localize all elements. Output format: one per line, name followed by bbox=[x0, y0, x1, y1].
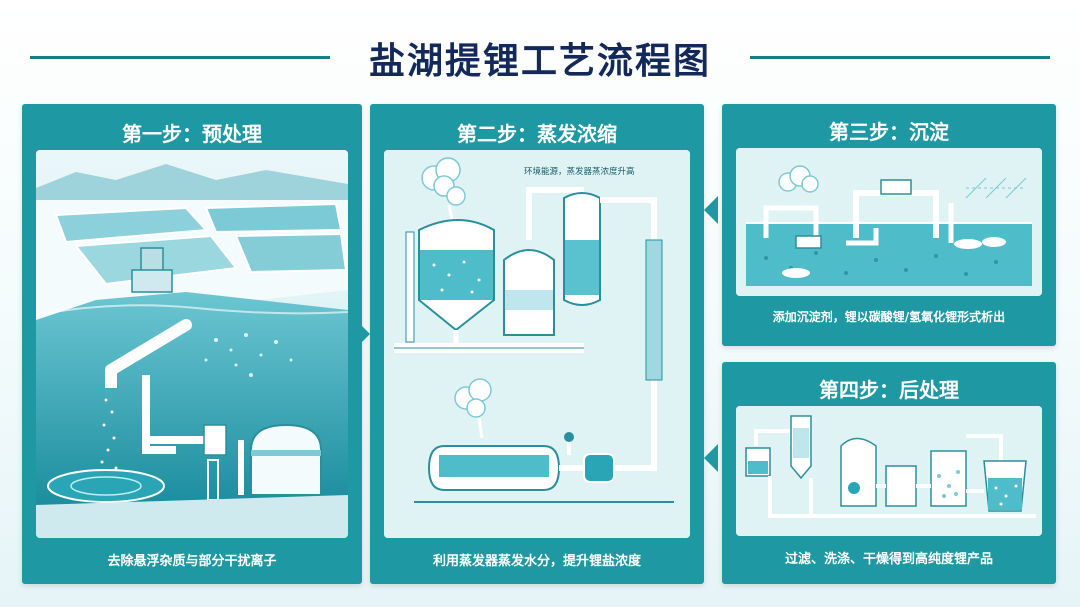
post-treatment-illustration bbox=[736, 406, 1042, 536]
step4-panel: 第四步：后处理 过滤、洗涤、干燥得到高纯度锂产品 bbox=[722, 362, 1056, 584]
salt-lake-pretreatment-illustration bbox=[36, 150, 348, 538]
precipitation-illustration bbox=[736, 148, 1042, 296]
step4-illustration bbox=[736, 406, 1042, 536]
step2-panel: 第二步：蒸发浓缩 环 bbox=[370, 104, 704, 584]
step3-illustration bbox=[736, 148, 1042, 296]
step3-title: 第三步：沉淀 bbox=[829, 120, 949, 144]
flow-arrow-2-to-3 bbox=[704, 196, 718, 224]
step1-illustration bbox=[36, 150, 348, 538]
step3-caption: 添加沉淀剂，锂以碳酸锂/氢氧化锂形式析出 bbox=[772, 310, 1006, 324]
flow-arrow-2-to-4 bbox=[704, 444, 718, 472]
step1-caption: 去除悬浮杂质与部分干扰离子 bbox=[107, 554, 277, 569]
flow-arrow-1-to-2 bbox=[356, 320, 370, 348]
title-divider-left bbox=[30, 56, 330, 59]
page-title: 盐湖提锂工艺流程图 bbox=[368, 41, 711, 82]
step3-panel: 第三步：沉淀 添加沉淀剂，锂以碳酸锂/氢 bbox=[722, 104, 1056, 346]
step2-caption: 利用蒸发器蒸发水分，提升锂盐浓度 bbox=[432, 554, 641, 569]
step2-illustration: 环境能源，蒸发器蒸浓度升高 bbox=[384, 150, 690, 538]
title-row: 盐湖提锂工艺流程图 bbox=[0, 28, 1080, 88]
step2-title: 第二步：蒸发浓缩 bbox=[457, 122, 617, 146]
title-divider-right bbox=[750, 56, 1050, 59]
step1-panel: 第一步：预处理 bbox=[22, 104, 362, 584]
step4-title: 第四步：后处理 bbox=[819, 378, 959, 402]
evaporation-illustration: 环境能源，蒸发器蒸浓度升高 bbox=[384, 150, 690, 538]
step2-annotation: 环境能源，蒸发器蒸浓度升高 bbox=[524, 166, 635, 177]
step4-caption: 过滤、洗涤、干燥得到高纯度锂产品 bbox=[784, 552, 993, 567]
step1-title: 第一步：预处理 bbox=[122, 122, 262, 146]
